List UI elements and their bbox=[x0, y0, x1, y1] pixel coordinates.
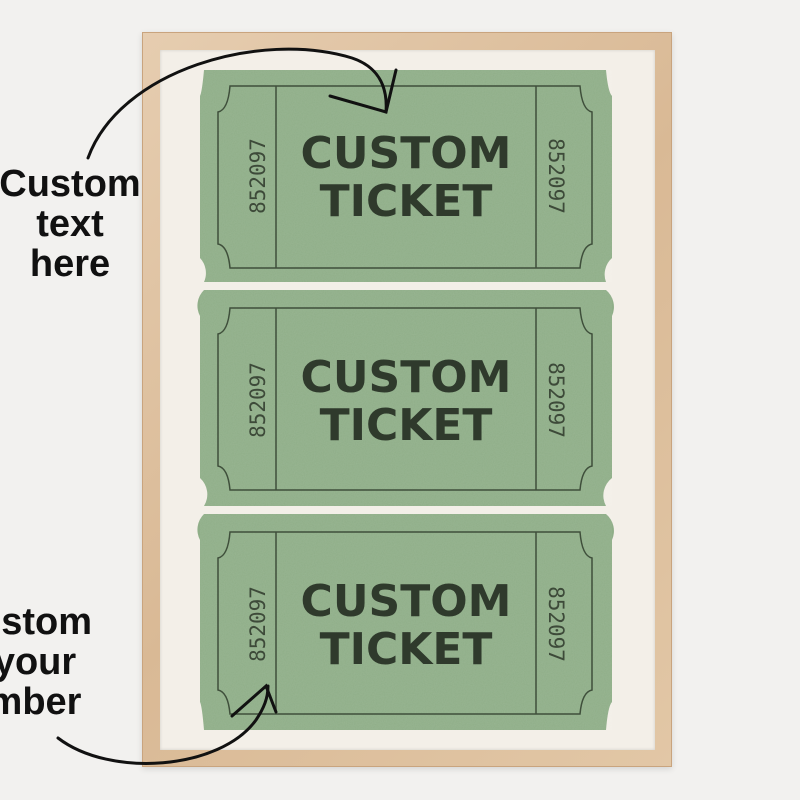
arrow-top-icon bbox=[86, 47, 398, 160]
ticket-2-number-left: 852097 bbox=[246, 362, 270, 438]
ticket-2-number-right: 852097 bbox=[544, 362, 568, 438]
ticket-1-title-line2: TICKET bbox=[320, 176, 493, 227]
ticket-3-title-line2: TICKET bbox=[320, 624, 493, 675]
ticket-2-title-line1: CUSTOM bbox=[301, 352, 512, 403]
ticket-2-title-line2: TICKET bbox=[320, 400, 493, 451]
annotation-bottom: ustom your mber bbox=[0, 602, 150, 722]
annotation-top: Custom text here bbox=[0, 164, 180, 284]
annotation-bottom-line2: your bbox=[0, 641, 77, 683]
ticket-3: CUSTOM TICKET 852097 852097 bbox=[197, 514, 614, 730]
ticket-1-number-left: 852097 bbox=[246, 138, 270, 214]
ticket-1: CUSTOM TICKET 852097 852097 bbox=[200, 70, 612, 282]
ticket-2: CUSTOM TICKET 852097 852097 bbox=[197, 290, 614, 506]
ticket-3-number-right: 852097 bbox=[544, 586, 568, 662]
annotation-top-line2: text bbox=[36, 203, 104, 245]
ticket-1-title-line1: CUSTOM bbox=[301, 128, 512, 179]
annotation-bottom-line1: ustom bbox=[0, 601, 92, 643]
annotation-top-line3: here bbox=[29, 243, 111, 285]
arrow-bottom-icon bbox=[56, 683, 278, 765]
ticket-1-number-right: 852097 bbox=[544, 138, 568, 214]
ticket-3-number-left: 852097 bbox=[246, 586, 270, 662]
annotation-bottom-line3: mber bbox=[0, 681, 82, 723]
annotation-top-line1: Custom bbox=[0, 163, 141, 205]
ticket-3-title-line1: CUSTOM bbox=[301, 576, 512, 627]
